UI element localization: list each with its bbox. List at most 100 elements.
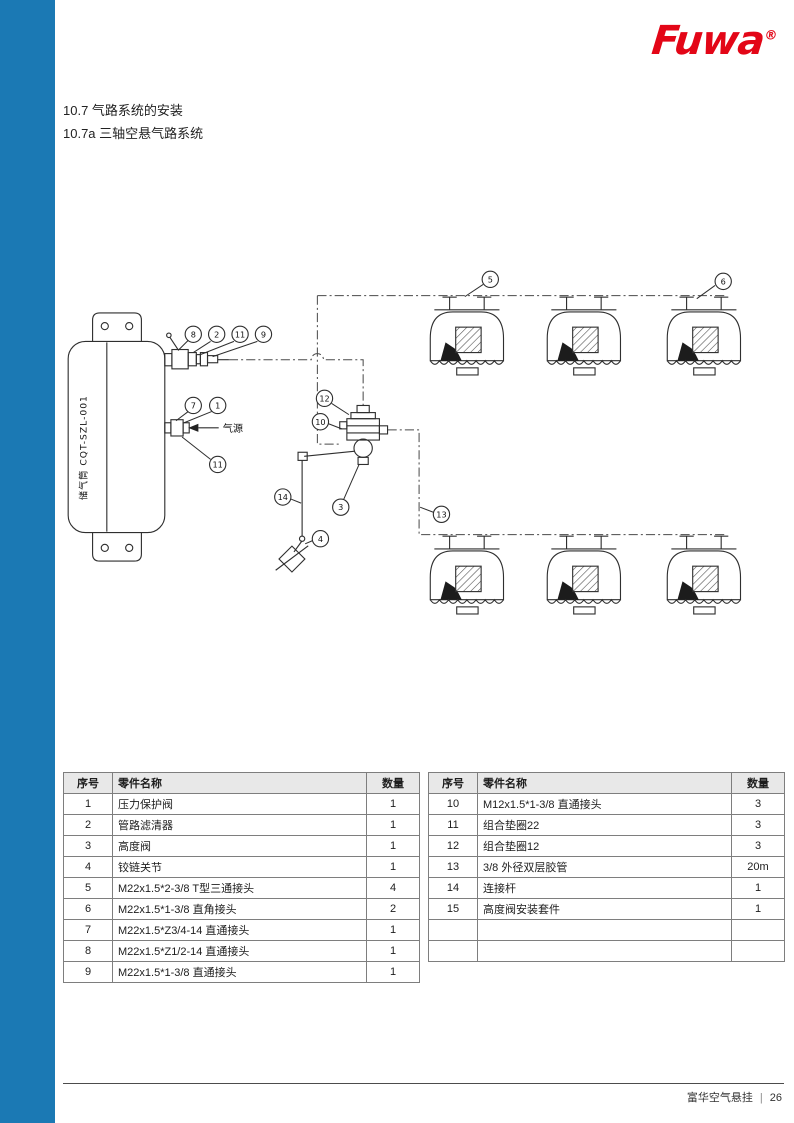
svg-text:12: 12: [319, 393, 329, 403]
table-cell: 1: [366, 835, 420, 857]
air-spring-1: [429, 296, 505, 376]
callout-12: 12: [315, 389, 350, 416]
callout-1: 1: [183, 396, 227, 424]
table-cell: 14: [428, 877, 478, 899]
anchor-plate: [278, 545, 306, 573]
svg-text:7: 7: [191, 401, 196, 411]
table-cell: 5: [63, 877, 113, 899]
footer-divider: [63, 1083, 784, 1084]
footer-page-number: 26: [769, 1092, 782, 1104]
table-cell: 12: [428, 835, 478, 857]
svg-text:11: 11: [235, 329, 245, 339]
air-source-label: 气源: [223, 422, 243, 435]
table-cell: 13: [428, 856, 478, 878]
subsection-title: 10.7a 三轴空悬气路系统: [63, 126, 204, 141]
table-cell: 15: [428, 898, 478, 920]
svg-text:6: 6: [721, 276, 726, 286]
callout-4: 4: [304, 530, 330, 548]
fuwa-logo: Fuwa®: [650, 18, 779, 64]
callout-2: 2: [193, 325, 226, 354]
logo-text: Fuwa: [649, 18, 767, 64]
svg-text:4: 4: [318, 534, 323, 544]
air-spring-3: [666, 296, 742, 376]
svg-text:9: 9: [261, 329, 266, 339]
air-tank: 储气筒 CQT-SZL-001: [67, 312, 166, 562]
air-pipes: [228, 295, 725, 536]
table-cell: 3: [731, 793, 785, 815]
table-cell: 压力保护阀: [112, 793, 367, 815]
tank-label: 储气筒 CQT-SZL-001: [77, 395, 89, 500]
callout-7: 7: [175, 396, 202, 422]
svg-text:8: 8: [191, 329, 196, 339]
registered-mark: ®: [763, 28, 778, 44]
svg-text:2: 2: [214, 329, 219, 339]
air-spring-6: [666, 535, 742, 615]
table-cell: 11: [428, 814, 478, 836]
column-header: 数量: [731, 772, 785, 794]
table-cell: 2: [366, 898, 420, 920]
callout-8: 8: [177, 325, 202, 351]
svg-text:14: 14: [278, 492, 288, 502]
air-source-arrow: [188, 423, 199, 432]
table-cell: [428, 940, 478, 962]
table-row: [428, 919, 785, 941]
svg-text:1: 1: [215, 401, 220, 411]
table-cell: 组合垫圈12: [477, 835, 732, 857]
callout-11-top: 11: [200, 325, 249, 356]
table-cell: [731, 940, 785, 962]
linkage-rod: [275, 451, 309, 573]
air-spring-4: [429, 535, 505, 615]
column-header: 数量: [366, 772, 420, 794]
column-header: 零件名称: [477, 772, 732, 794]
table-cell: 1: [366, 856, 420, 878]
svg-text:10: 10: [315, 417, 325, 427]
table-cell: 7: [63, 919, 113, 941]
table-cell: 4: [366, 877, 420, 899]
air-springs: [429, 296, 742, 615]
table-cell: M22x1.5*2-3/8 T型三通接头: [112, 877, 367, 899]
table-cell: 10: [428, 793, 478, 815]
callout-10: 10: [311, 413, 342, 431]
table-cell: 1: [731, 898, 785, 920]
callout-11-bottom: 11: [181, 436, 227, 474]
table-row: [428, 940, 785, 962]
table-cell: 3: [731, 835, 785, 857]
table-cell: 4: [63, 856, 113, 878]
table-cell: 3/8 外径双层胶管: [477, 856, 732, 878]
table-cell: 1: [366, 793, 420, 815]
table-cell: 1: [366, 961, 420, 983]
column-header: 序号: [63, 772, 113, 794]
table-cell: M22x1.5*Z1/2-14 直通接头: [112, 940, 367, 962]
table-cell: [428, 919, 478, 941]
footer-separator: |: [759, 1092, 763, 1104]
table-cell: 连接杆: [477, 877, 732, 899]
table-cell: 管路滤清器: [112, 814, 367, 836]
table-cell: 高度阀: [112, 835, 367, 857]
table-cell: 铰链关节: [112, 856, 367, 878]
column-header: 零件名称: [112, 772, 367, 794]
left-accent-bar: [0, 0, 55, 1123]
svg-text:3: 3: [338, 502, 343, 512]
table-cell: 1: [731, 877, 785, 899]
pneumatic-circuit-diagram: 储气筒 CQT-SZL-001 气源: [67, 270, 742, 615]
svg-text:11: 11: [213, 460, 223, 470]
table-cell: M12x1.5*1-3/8 直通接头: [477, 793, 732, 815]
callout-5: 5: [464, 270, 499, 298]
callout-14: 14: [274, 488, 302, 506]
air-spring-2: [546, 296, 622, 376]
table-cell: [477, 919, 732, 941]
table-header-row: 序号零件名称数量: [428, 772, 785, 794]
